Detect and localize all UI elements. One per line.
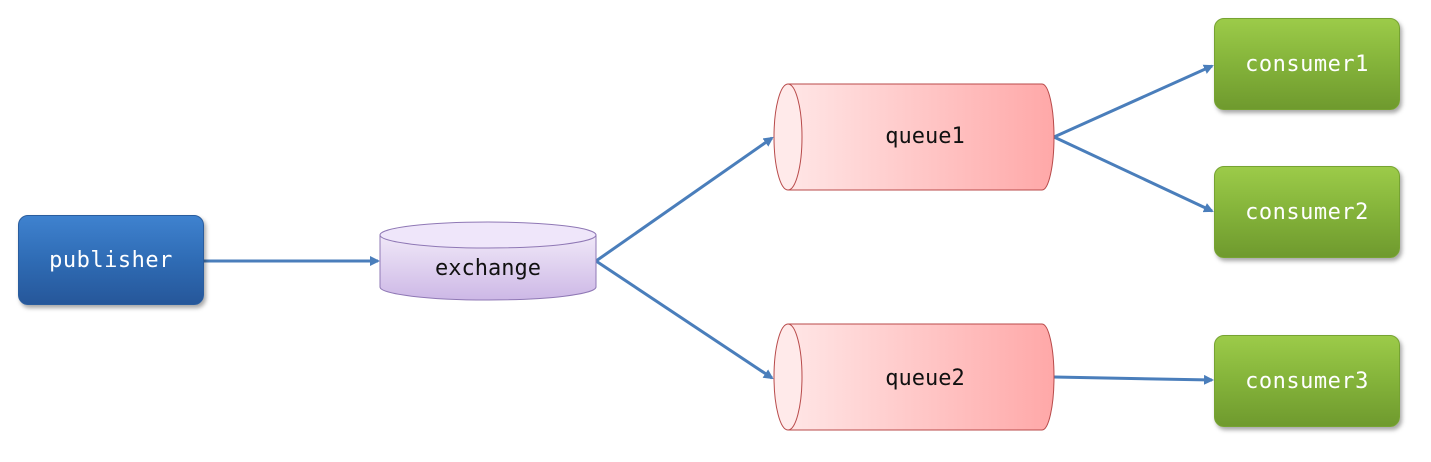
arrow-queue1-to-consumer1 xyxy=(1053,64,1214,139)
queue2-label: queue2 xyxy=(885,365,965,391)
arrow-queue1-to-consumer2 xyxy=(1053,135,1214,213)
arrow-exchange-to-queue1 xyxy=(595,136,774,263)
consumer3-node: consumer3 xyxy=(1214,335,1400,427)
exchange-label: exchange xyxy=(435,255,541,281)
exchange-cylinder xyxy=(379,221,597,301)
queue2-cylinder xyxy=(773,323,1055,431)
queue1-cylinder xyxy=(773,83,1055,191)
consumer2-node: consumer2 xyxy=(1214,166,1400,258)
publisher-node: publisher xyxy=(18,215,204,305)
queue1-label: queue1 xyxy=(885,123,965,149)
consumer1-label: consumer1 xyxy=(1245,51,1369,77)
consumer2-label: consumer2 xyxy=(1245,199,1369,225)
arrow-exchange-to-queue2 xyxy=(595,259,774,380)
consumer1-node: consumer1 xyxy=(1214,18,1400,110)
publisher-label: publisher xyxy=(49,247,173,273)
arrow-queue2-to-consumer3 xyxy=(1053,374,1214,385)
consumer3-label: consumer3 xyxy=(1245,368,1369,394)
